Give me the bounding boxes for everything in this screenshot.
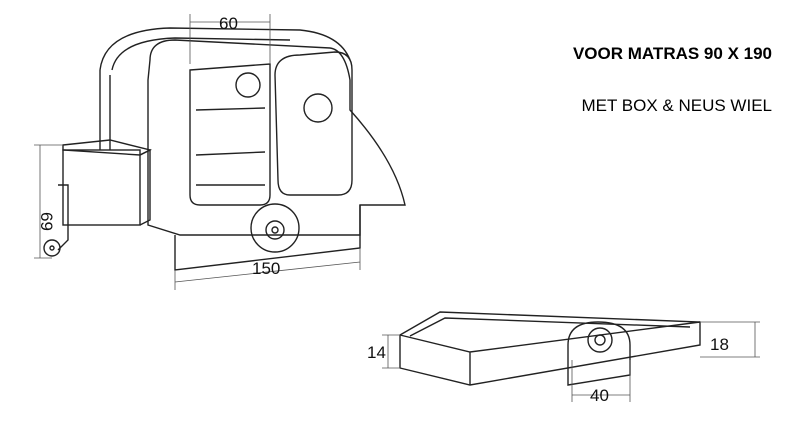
drawer-drawing xyxy=(382,311,760,402)
dimension-40: 40 xyxy=(590,386,609,405)
caravan-bed-drawing xyxy=(34,14,406,290)
dimension-60: 60 xyxy=(219,14,238,33)
drawing-subtitle: MET BOX & NEUS WIEL xyxy=(581,96,772,115)
dimension-150: 150 xyxy=(252,259,280,278)
dimension-69: 69 xyxy=(37,212,56,231)
drawing-title: VOOR MATRAS 90 X 190 xyxy=(572,44,772,63)
dimension-14: 14 xyxy=(367,343,386,362)
dimension-18: 18 xyxy=(710,335,729,354)
